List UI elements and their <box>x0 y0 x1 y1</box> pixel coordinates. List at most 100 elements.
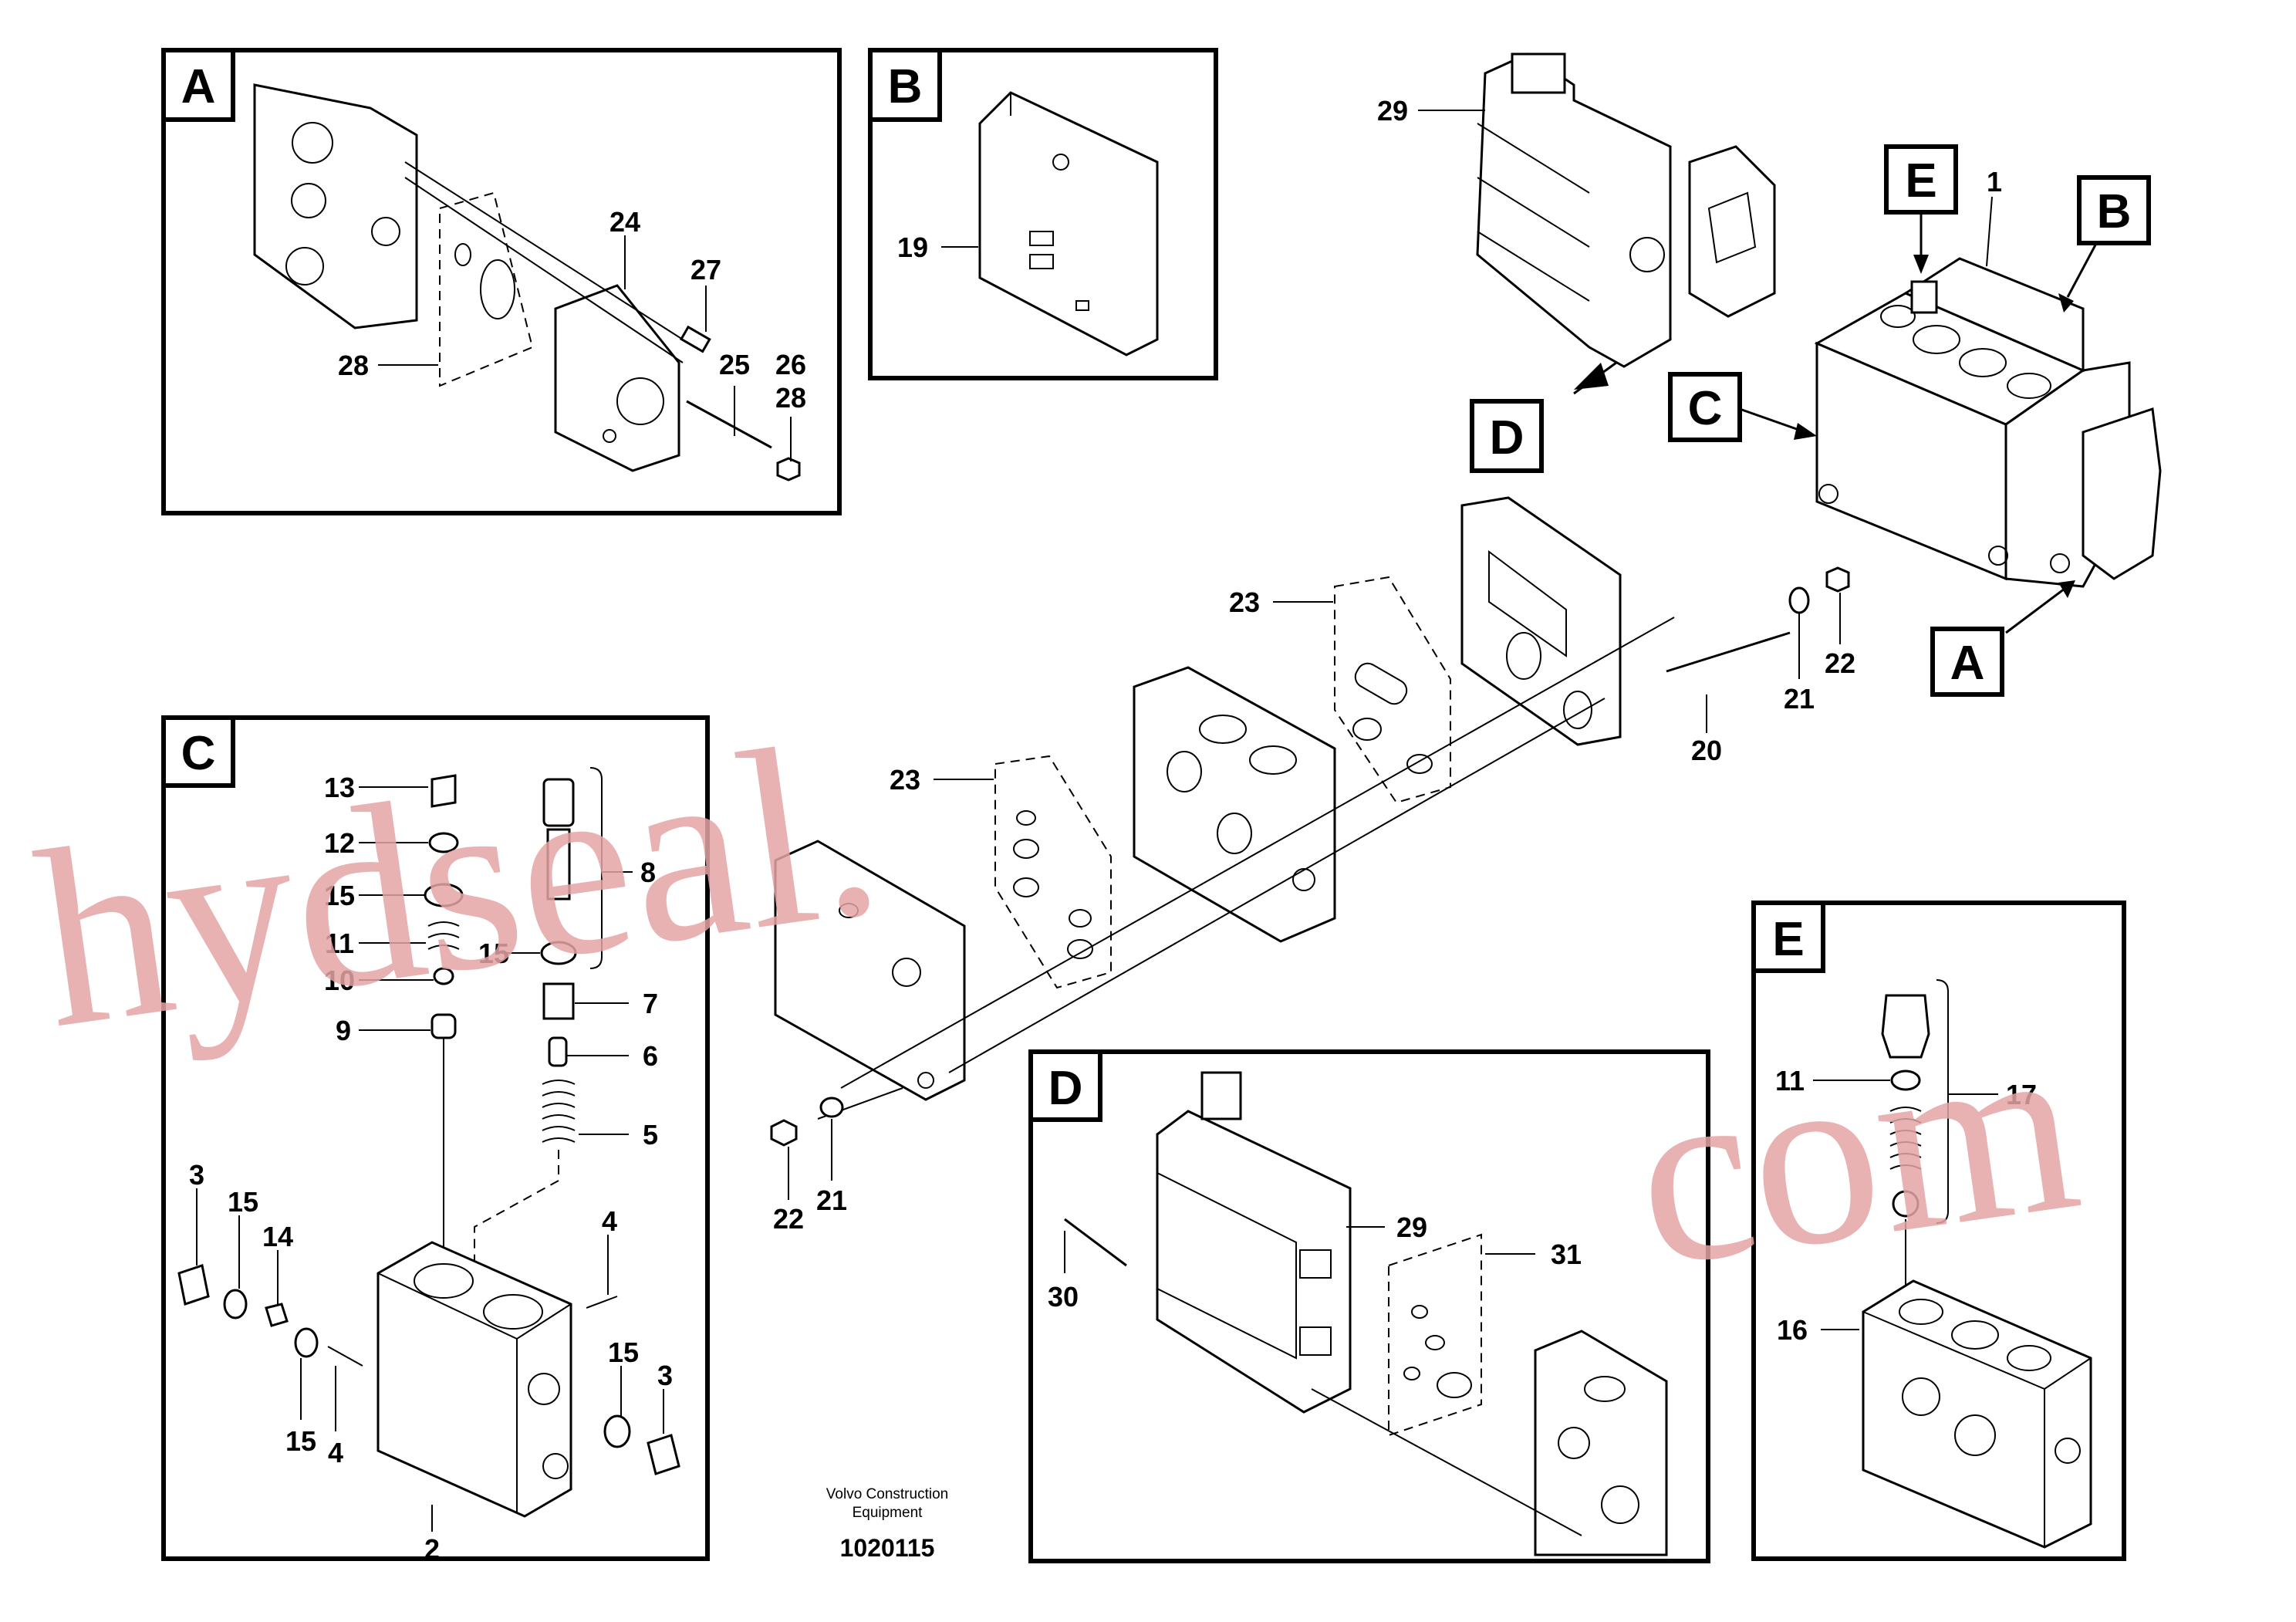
seal-group-31 <box>1388 1233 1482 1437</box>
valve-section-16 <box>1862 1279 2092 1549</box>
detail-panel-d: D 29 30 31 <box>1028 1049 1710 1563</box>
label-15-c-low: 15 <box>285 1425 316 1457</box>
center-exploded-stack: 23 23 20 21 22 <box>770 496 1855 1235</box>
solenoid-adapter <box>1688 145 1776 318</box>
callout-b-box <box>2077 175 2151 245</box>
label-7: 7 <box>643 988 658 1019</box>
nut-22-rear <box>1825 566 1850 593</box>
callout-a-box <box>1930 627 2004 697</box>
label-6: 6 <box>643 1040 658 1072</box>
part-6 <box>548 1036 568 1067</box>
label-20: 20 <box>1691 735 1722 766</box>
seal-group-23-lower <box>994 755 1112 989</box>
spring-e <box>1889 1107 1922 1170</box>
watermark-left: hydseal. <box>22 685 895 1081</box>
label-24: 24 <box>609 206 640 238</box>
valve-block-fragment <box>253 83 418 329</box>
callout-d-letter: D <box>1490 411 1524 465</box>
assembled-valve-1: 1 E B C A <box>1668 144 2162 697</box>
spring-11 <box>427 921 460 950</box>
label-3-left: 3 <box>189 1159 204 1191</box>
label-31: 31 <box>1551 1238 1582 1270</box>
label-15-c-left: 15 <box>228 1186 258 1218</box>
label-16: 16 <box>1777 1314 1808 1346</box>
panel-b-tag <box>868 48 942 122</box>
detail-panel-c: C 13 12 15 11 10 9 8 15 7 6 <box>161 715 710 1565</box>
spool-8-body <box>546 828 571 901</box>
spring-5 <box>542 1080 576 1143</box>
solenoid-assembly-29: 29 D <box>1377 52 1776 473</box>
label-28-nut: 28 <box>775 382 806 414</box>
footer-doc-number: 1020115 <box>840 1534 935 1562</box>
label-22-rear: 22 <box>1825 647 1855 679</box>
plug-e <box>1881 994 1930 1059</box>
solenoid-connector <box>1511 52 1566 94</box>
ball-e <box>1892 1190 1920 1218</box>
part-7 <box>542 982 575 1020</box>
label-23-upper: 23 <box>1229 586 1260 618</box>
part-10 <box>433 967 454 985</box>
label-28: 28 <box>338 350 369 381</box>
nut-26 <box>776 457 801 482</box>
label-3-right: 3 <box>657 1360 673 1391</box>
label-15-c-mid: 15 <box>478 938 509 969</box>
callout-e-letter: E <box>1905 154 1936 208</box>
label-4-left: 4 <box>328 1437 343 1468</box>
stud-25 <box>686 400 772 449</box>
label-19: 19 <box>897 231 928 263</box>
tie-rod-20 <box>1666 631 1791 673</box>
panel-a-tag <box>161 48 235 122</box>
callout-e-box <box>1884 144 1958 215</box>
footer-company-line2: Equipment <box>853 1505 923 1521</box>
panel-a-letter: A <box>181 60 216 113</box>
footer-company-line1: Volvo Construction <box>826 1486 948 1502</box>
ring-15-left <box>223 1289 248 1320</box>
label-30: 30 <box>1048 1281 1079 1313</box>
label-26: 26 <box>775 349 806 380</box>
plug-3-left <box>177 1264 210 1306</box>
end-section-front <box>774 840 966 1101</box>
callout-c-letter: C <box>1688 382 1723 435</box>
screw-4-right <box>586 1296 618 1309</box>
solenoid-connector-detail <box>1200 1071 1242 1120</box>
spool-8-head <box>542 778 575 827</box>
label-13: 13 <box>324 772 355 803</box>
label-29-top: 29 <box>1377 95 1408 127</box>
label-27: 27 <box>690 254 721 286</box>
label-8: 8 <box>640 857 656 888</box>
panel-e-tag <box>1751 901 1825 973</box>
label-10: 10 <box>324 965 355 996</box>
label-21-front: 21 <box>816 1184 847 1216</box>
screw-27 <box>679 325 711 353</box>
detail-panel-e: E 11 17 16 <box>1751 901 2126 1561</box>
callout-d-box <box>1470 399 1544 473</box>
label-5: 5 <box>643 1119 658 1151</box>
solenoid-body <box>1476 52 1672 368</box>
middle-section <box>1133 666 1336 943</box>
label-14: 14 <box>262 1221 293 1252</box>
plug-13 <box>430 774 457 808</box>
ring-15-spool <box>540 941 577 965</box>
label-23-lower: 23 <box>890 764 920 796</box>
detail-panel-b: B 19 <box>868 48 1218 380</box>
label-25: 25 <box>719 349 750 380</box>
part-14 <box>265 1303 289 1327</box>
panel-e-letter: E <box>1772 913 1804 966</box>
washer-21-rear <box>1788 586 1810 614</box>
bolt-30 <box>1064 1218 1127 1267</box>
seal-group-23-upper <box>1334 576 1451 804</box>
callout-a-letter: A <box>1950 637 1985 690</box>
label-11-e: 11 <box>1775 1065 1805 1097</box>
panel-c-letter: C <box>181 727 216 780</box>
label-12: 12 <box>324 827 355 859</box>
drawing-footer: Volvo Construction Equipment 1020115 <box>826 1486 948 1562</box>
label-1: 1 <box>1987 166 2002 198</box>
washer-21-front <box>819 1097 844 1118</box>
seal-12 <box>428 832 459 853</box>
watermark-right: com <box>1619 981 2092 1321</box>
plug-3-right <box>647 1434 680 1475</box>
seal-11-e <box>1890 1070 1921 1091</box>
seal-group-28 <box>439 191 534 387</box>
valve-block-d <box>1534 1330 1668 1556</box>
